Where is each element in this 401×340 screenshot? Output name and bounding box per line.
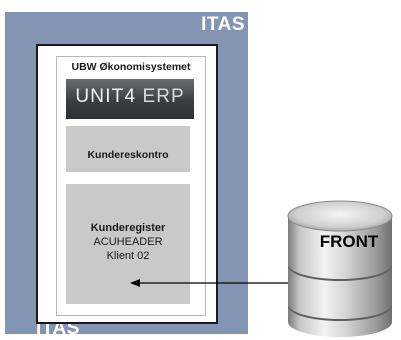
system-title: UBW Økonomisystemet [71,61,191,73]
db-segment-top [288,216,392,279]
database-label: FRONT [319,232,379,251]
unit4-erp-logo-text: UNIT4 ERP [66,86,194,108]
itas-label-top: ITAS [201,14,245,35]
db-top-cap [287,200,393,232]
module-kundereskontro-label: Kundereskontro [87,149,169,161]
unit4-erp-logo [66,79,194,119]
logo-suffix: ERP [136,86,185,107]
db-segment-middle [288,266,392,319]
logo-brand: UNIT4 [75,86,137,107]
module-kunderegister-table: ACUHEADER [93,236,163,248]
database-cylinder-icon [287,200,393,337]
module-kunderegister-client: Klient 02 [106,250,150,262]
module-kunderegister-title: Kunderegister [90,222,166,234]
module-kundereskontro [66,126,190,172]
module-kunderegister [66,184,190,304]
arrow-head [130,279,140,287]
